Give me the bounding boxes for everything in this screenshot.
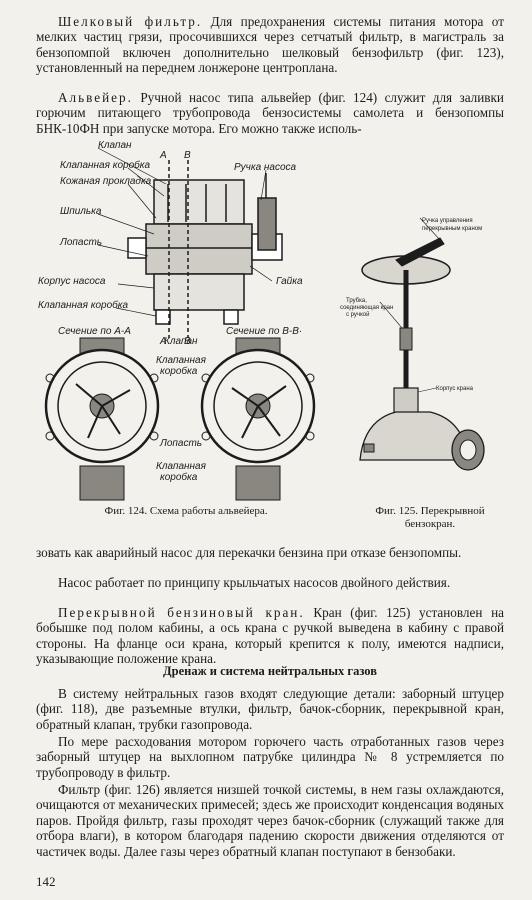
page-number: 142: [36, 874, 56, 889]
side-view-leader-lines: [97, 147, 273, 317]
fuel-cock-drawing: [359, 237, 485, 471]
label-ruchka-nasosa: Ручка насоса: [234, 162, 297, 173]
caption-figure-125: Фиг. 125. Перекрывной бензокран.: [375, 505, 485, 530]
paragraph-pump-principle: Насос работает по принципу крыльчатых на…: [58, 575, 451, 590]
label-b-top: В: [184, 150, 191, 161]
alveyer-side-view: [127, 160, 283, 338]
figure-124-alveyer-diagram: Клапан Клапанная коробка Кожаная проклад…: [38, 140, 316, 501]
label-lopast-section: Лопасть: [159, 438, 202, 449]
fig125-leader-lines: [379, 217, 441, 393]
label-trubka: Трубка,: [346, 298, 367, 304]
label-soedinyayushchaya-kran: соединяющая кран: [340, 305, 393, 311]
label-ruchka-upravleniya: Ручка управления: [422, 218, 473, 224]
label-korobka-section-1: коробка: [160, 365, 198, 377]
paragraph-silk-filter: Шелковый фильтр. Для предохранения систе…: [36, 14, 504, 76]
label-korobka-section-2: коробка: [160, 471, 198, 483]
term-silk-filter: Шелковый фильтр.: [58, 14, 203, 29]
term-fuel-cock: Перекрывной бензиновый кран.: [58, 605, 305, 620]
label-sechenie-aa: Сечение по А-А: [58, 326, 131, 337]
label-lopast: Лопасть: [59, 237, 102, 248]
paragraph-filter: Фильтр (фиг. 126) является низшей точкой…: [36, 782, 504, 859]
label-kozhanaya-prokladka: Кожаная прокладка: [60, 176, 152, 187]
label-a-top: А: [159, 150, 167, 161]
label-s-ruchkoy: с ручкой: [346, 311, 369, 318]
label-korpus-krana: Корпус крана: [436, 386, 474, 392]
paragraph-neutral-gas-parts: В систему нейтральных газов входят следу…: [36, 686, 504, 732]
paragraph-alveyer: Альвейер. Ручной насос типа альвейер (фи…: [36, 90, 504, 136]
section-b-b: [200, 337, 316, 501]
label-klapannaya-section-1: Клапанная: [156, 355, 207, 366]
label-gayka: Гайка: [276, 276, 303, 287]
term-alveyer: Альвейер.: [58, 90, 133, 105]
label-shpilka: Шпилька: [60, 206, 102, 217]
label-a-bottom: А: [159, 336, 167, 347]
label-klapannaya-korobka-2: Клапанная коробка: [38, 299, 128, 311]
section-a-a: [44, 337, 160, 501]
label-klapannaya-section-2: Клапанная: [156, 461, 207, 472]
label-sechenie-bb: Сечение по В-В·: [226, 326, 302, 337]
caption-figure-124: Фиг. 124. Схема работы альвейера.: [104, 505, 268, 517]
label-klapannaya-korobka: Клапанная коробка: [60, 159, 150, 171]
paragraph-fuel-cock: Перекрывной бензиновый кран. Кран (фиг. …: [36, 605, 505, 667]
label-b-bottom: В: [184, 336, 191, 347]
label-klapan: Клапан: [98, 140, 132, 151]
paragraph-alveyer-cont: зовать как аварийный насос для перекачки…: [36, 545, 462, 560]
label-klapan-section: Клапан: [164, 336, 198, 347]
paragraph-exhaust-gas: По мере расходования мотором горючего ча…: [36, 734, 504, 780]
label-perekryvnym-kranom: перекрывным краном: [422, 226, 482, 232]
label-korpus-nasosa: Корпус насоса: [38, 276, 106, 287]
figure-125-fuel-cock-drawing: Ручка управления перекрывным краном Труб…: [340, 217, 485, 471]
section-heading-drainage: Дренаж и система нейтральных газов: [163, 664, 377, 678]
